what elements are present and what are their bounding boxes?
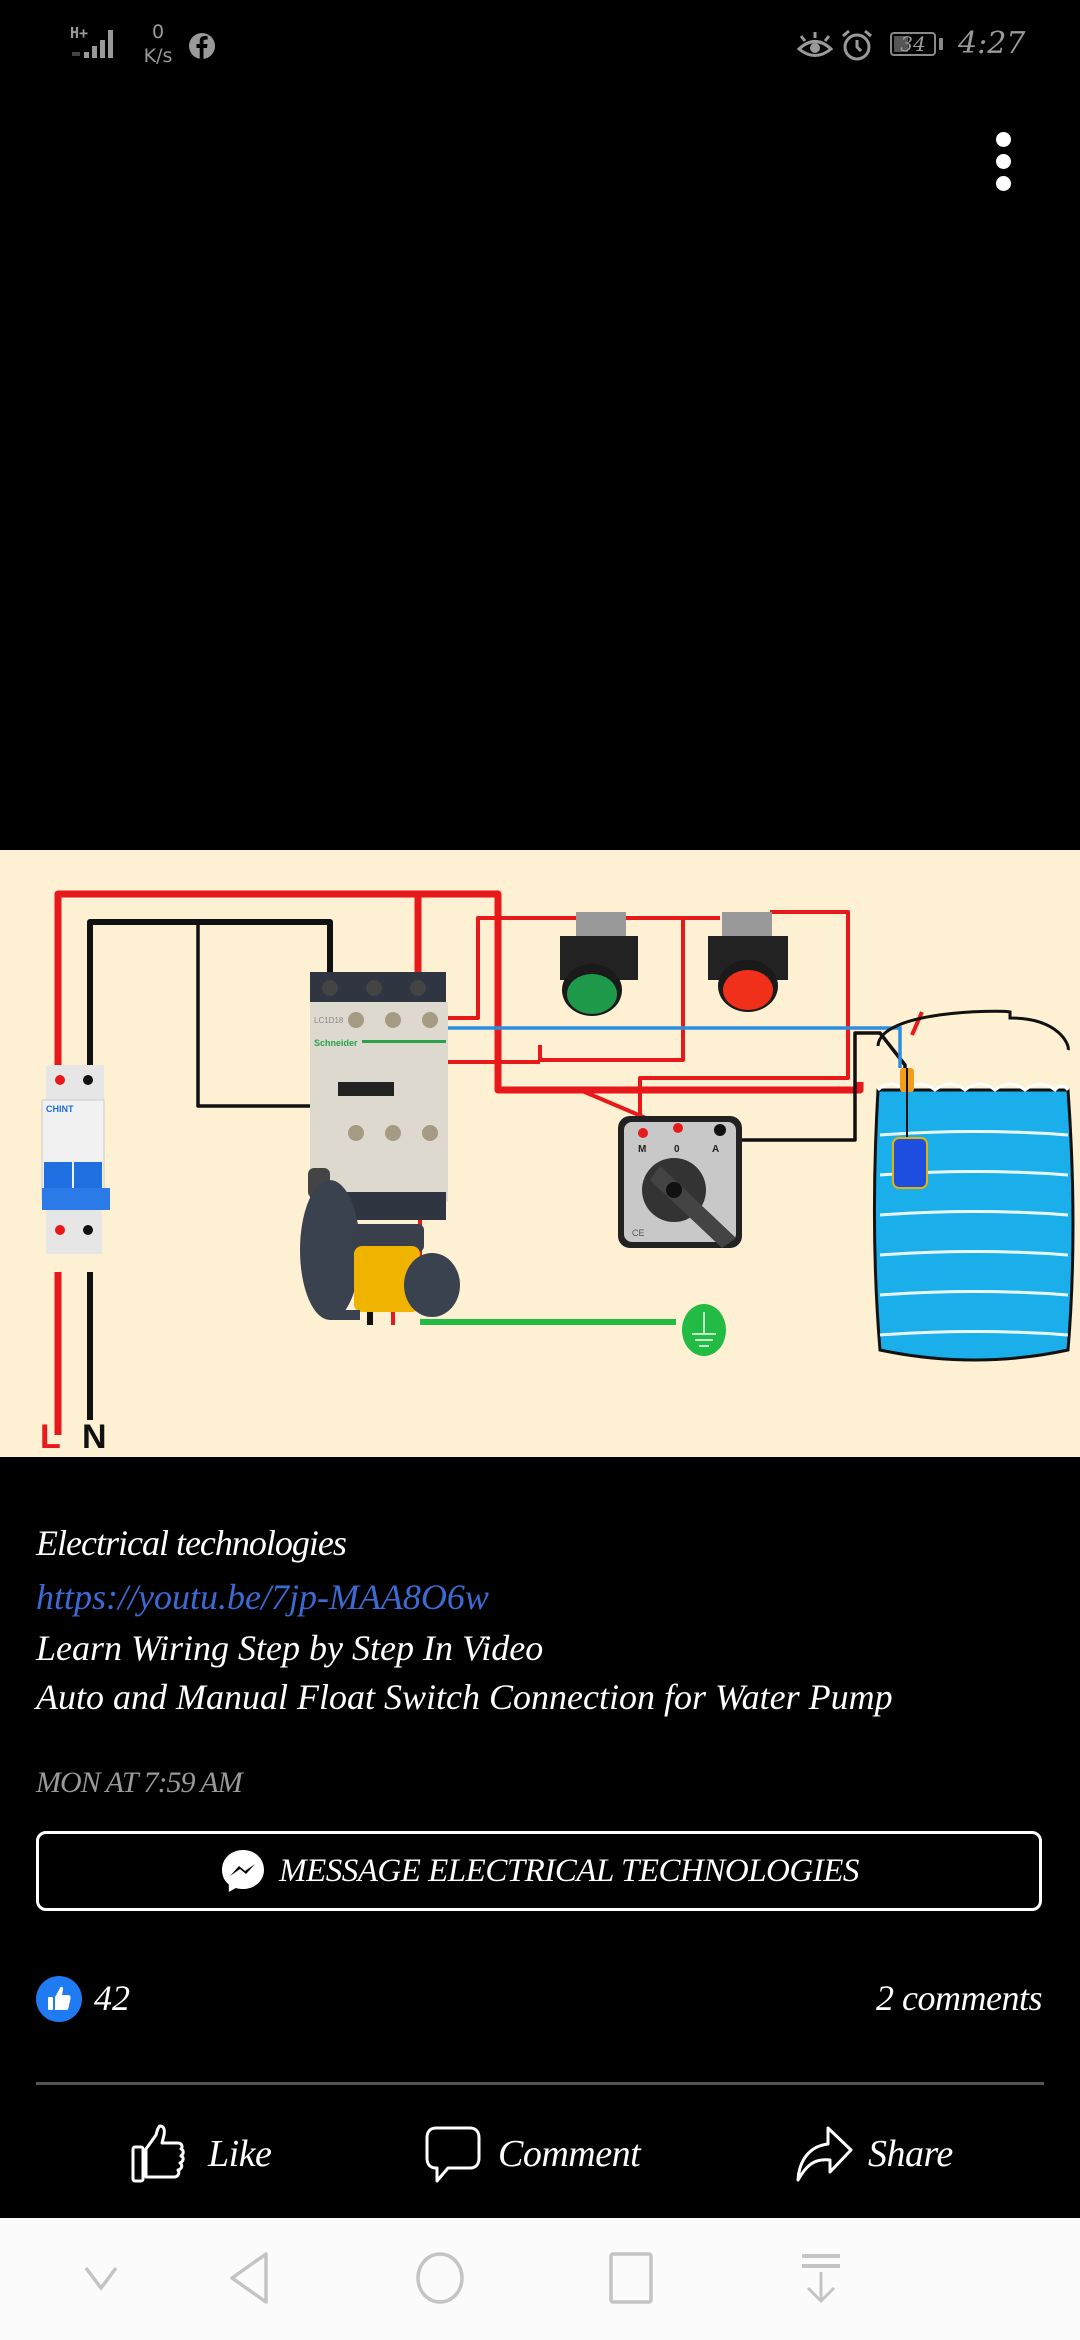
contactor-brand: Schneider bbox=[314, 1038, 358, 1048]
selector-pos-a: A bbox=[712, 1144, 719, 1155]
comments-count-link[interactable]: 2 comments bbox=[876, 1978, 1042, 2018]
more-options-button[interactable] bbox=[990, 124, 1020, 204]
stop-push-button bbox=[708, 912, 788, 1012]
wiring-diagram: CHINT LC1D18 Schneider bbox=[40, 890, 1075, 1456]
recents-square-icon bbox=[609, 2252, 653, 2304]
like-button[interactable]: Like bbox=[130, 2112, 272, 2196]
home-button[interactable] bbox=[412, 2248, 468, 2308]
notification-pull-button[interactable] bbox=[796, 2248, 846, 2308]
like-label: Like bbox=[208, 2133, 272, 2175]
post-text-line-1: Learn Wiring Step by Step In Video bbox=[36, 1628, 544, 1668]
battery-tip bbox=[939, 38, 943, 50]
chevron-down-icon bbox=[84, 2266, 118, 2291]
selector-pos-0: 0 bbox=[674, 1144, 680, 1155]
post-author[interactable]: Electrical technologies bbox=[36, 1523, 347, 1563]
like-reaction-badge[interactable] bbox=[36, 1976, 82, 2022]
network-type: H+ bbox=[70, 24, 89, 42]
back-triangle-icon bbox=[230, 2252, 268, 2304]
recents-button[interactable] bbox=[606, 2248, 656, 2308]
like-count[interactable]: 42 bbox=[94, 1978, 130, 2018]
earth-symbol bbox=[682, 1304, 726, 1356]
like-icon bbox=[131, 2124, 185, 2183]
live-wires bbox=[54, 890, 864, 1435]
start-push-button bbox=[560, 912, 638, 1016]
facebook-icon bbox=[189, 33, 215, 59]
eye-comfort-icon bbox=[796, 32, 834, 57]
message-page-button[interactable]: MESSAGE ELECTRICAL TECHNOLOGIES bbox=[36, 1831, 1042, 1911]
message-button-label: MESSAGE ELECTRICAL TECHNOLOGIES bbox=[279, 1852, 859, 1889]
circuit-breaker: CHINT bbox=[41, 1065, 110, 1254]
share-icon bbox=[796, 2126, 853, 2182]
battery-fill bbox=[894, 36, 908, 52]
water-tank bbox=[872, 1009, 1075, 1362]
post-image-wiring-diagram[interactable]: CHINT LC1D18 Schneider bbox=[0, 850, 1080, 1457]
post-link[interactable]: https://youtu.be/7jp-MAA8O6w bbox=[36, 1577, 489, 1617]
neutral-label: N bbox=[82, 1418, 107, 1456]
battery-level: 34 bbox=[900, 32, 926, 56]
post-text-line-2: Auto and Manual Float Switch Connection … bbox=[36, 1677, 893, 1717]
signal-wire bbox=[432, 1026, 902, 1068]
data-speed: 0 K/s bbox=[138, 20, 178, 68]
contactor-model: LC1D18 bbox=[314, 1016, 344, 1025]
selector-pos-m: M bbox=[638, 1144, 646, 1155]
comment-button[interactable]: Comment bbox=[424, 2112, 641, 2196]
thumbs-up-icon bbox=[48, 1986, 71, 2010]
data-speed-value: 0 bbox=[151, 21, 165, 43]
home-circle-icon bbox=[416, 2252, 464, 2304]
live-label: L bbox=[40, 1418, 61, 1456]
system-navigation-bar bbox=[0, 2218, 1080, 2340]
post-timestamp: MON AT 7:59 AM bbox=[36, 1766, 243, 1799]
pull-down-icon bbox=[802, 2254, 840, 2304]
selector-ce-mark: CE bbox=[632, 1228, 645, 1238]
collapse-nav-button[interactable] bbox=[82, 2248, 122, 2308]
breaker-brand: CHINT bbox=[46, 1104, 74, 1114]
divider bbox=[36, 2082, 1044, 2085]
messenger-icon bbox=[222, 1850, 265, 1892]
comment-icon bbox=[425, 2126, 481, 2183]
signal-strength-icon bbox=[72, 30, 113, 58]
alarm-icon bbox=[842, 29, 872, 61]
back-button[interactable] bbox=[226, 2248, 276, 2308]
share-button[interactable]: Share bbox=[794, 2112, 953, 2196]
water-pump bbox=[300, 1168, 460, 1320]
share-label: Share bbox=[868, 2133, 953, 2175]
clock: 4:27 bbox=[958, 26, 1026, 61]
battery-icon: 34 bbox=[890, 32, 936, 56]
comment-label: Comment bbox=[498, 2133, 641, 2175]
selector-switch: M 0 A CE bbox=[618, 1116, 742, 1248]
data-speed-unit: K/s bbox=[143, 45, 173, 67]
status-bar: H+ 0 K/s 34 4:27 bbox=[0, 0, 1080, 90]
